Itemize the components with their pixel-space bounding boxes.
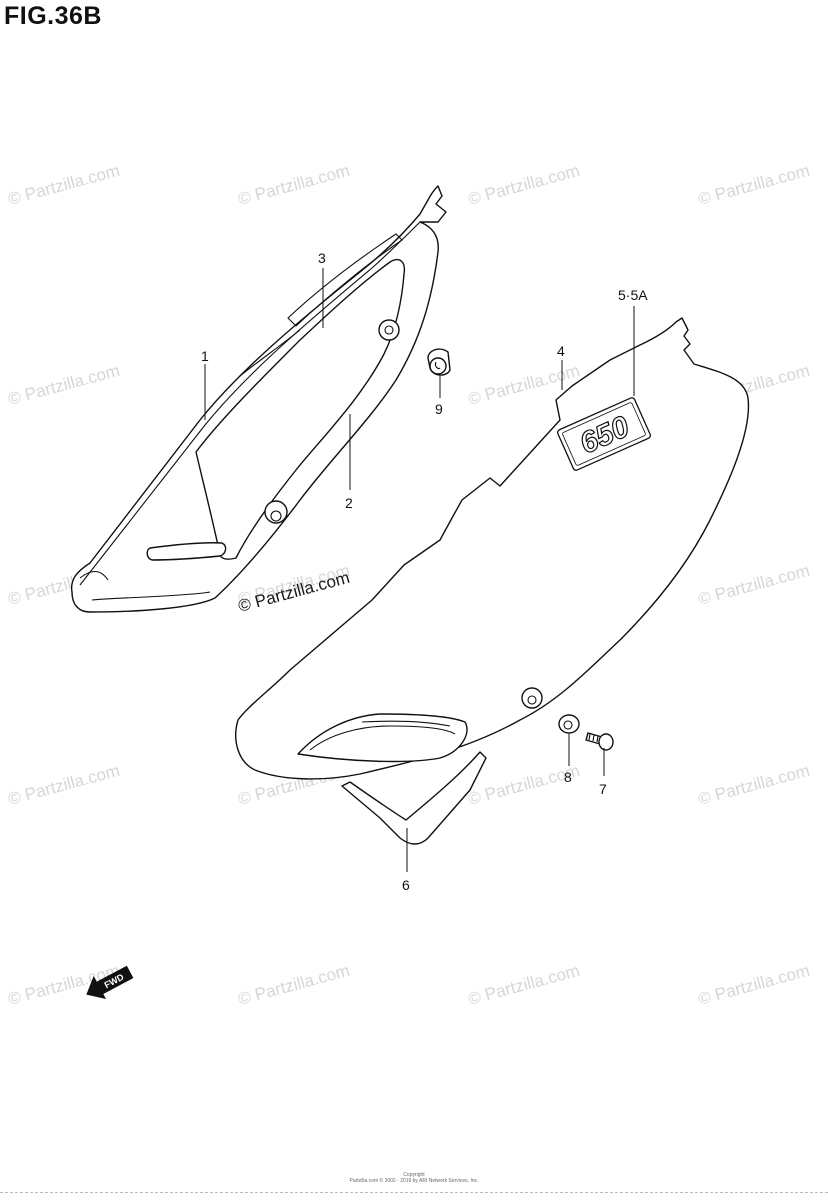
bottom-divider <box>0 1192 828 1193</box>
watermark-tile: © Partzilla.com <box>6 161 122 209</box>
footer-line-1: Copyright <box>403 1172 425 1178</box>
grommet-part-9[interactable] <box>427 348 451 376</box>
watermark-tile: © Partzilla.com <box>696 561 812 609</box>
footer-copyright: Copyright Partzilla.com © 2002 - 2019 by… <box>0 1172 828 1184</box>
right-cover-grommet <box>521 687 543 709</box>
left-cover-inner-panel <box>195 258 406 560</box>
footer-line-2: Partzilla.com © 2002 - 2019 by ARI Netwo… <box>349 1178 479 1184</box>
left-cover-stripe <box>287 233 403 327</box>
callout-4[interactable]: 4 <box>557 343 565 359</box>
watermark-tile: © Partzilla.com <box>236 961 352 1009</box>
figure-title: FIG.36B <box>4 2 102 30</box>
right-frame-cover[interactable]: 650 <box>235 317 750 845</box>
right-cover-lower-guard <box>341 751 487 845</box>
watermark-tile: © Partzilla.com <box>236 161 352 209</box>
callout-9[interactable]: 9 <box>435 401 443 417</box>
left-cover-grommet-upper <box>378 319 400 341</box>
callout-3[interactable]: 3 <box>318 250 326 266</box>
right-cover-vent <box>297 713 468 763</box>
left-cover-vent <box>146 542 227 561</box>
screw-part-7[interactable] <box>585 732 614 751</box>
watermark-tile: © Partzilla.com <box>696 761 812 809</box>
watermark-tile: © Partzilla.com <box>6 761 122 809</box>
watermark-tile: © Partzilla.com <box>696 161 812 209</box>
callout-8[interactable]: 8 <box>564 769 572 785</box>
left-frame-cover[interactable] <box>70 185 447 613</box>
leader-lines <box>204 268 635 872</box>
callout-1[interactable]: 1 <box>201 348 209 364</box>
callout-2[interactable]: 2 <box>345 495 353 511</box>
watermark-tile: © Partzilla.com <box>466 961 582 1009</box>
watermark-tile: © Partzilla.com <box>466 161 582 209</box>
washer-part-8[interactable] <box>558 714 580 734</box>
left-cover-grommet-lower <box>264 500 288 524</box>
callout-5-5a[interactable]: 5·5A <box>618 287 648 303</box>
callout-6[interactable]: 6 <box>402 877 410 893</box>
callout-7[interactable]: 7 <box>599 781 607 797</box>
watermark-tile: © Partzilla.com <box>696 961 812 1009</box>
watermark-tile: © Partzilla.com <box>6 361 122 409</box>
